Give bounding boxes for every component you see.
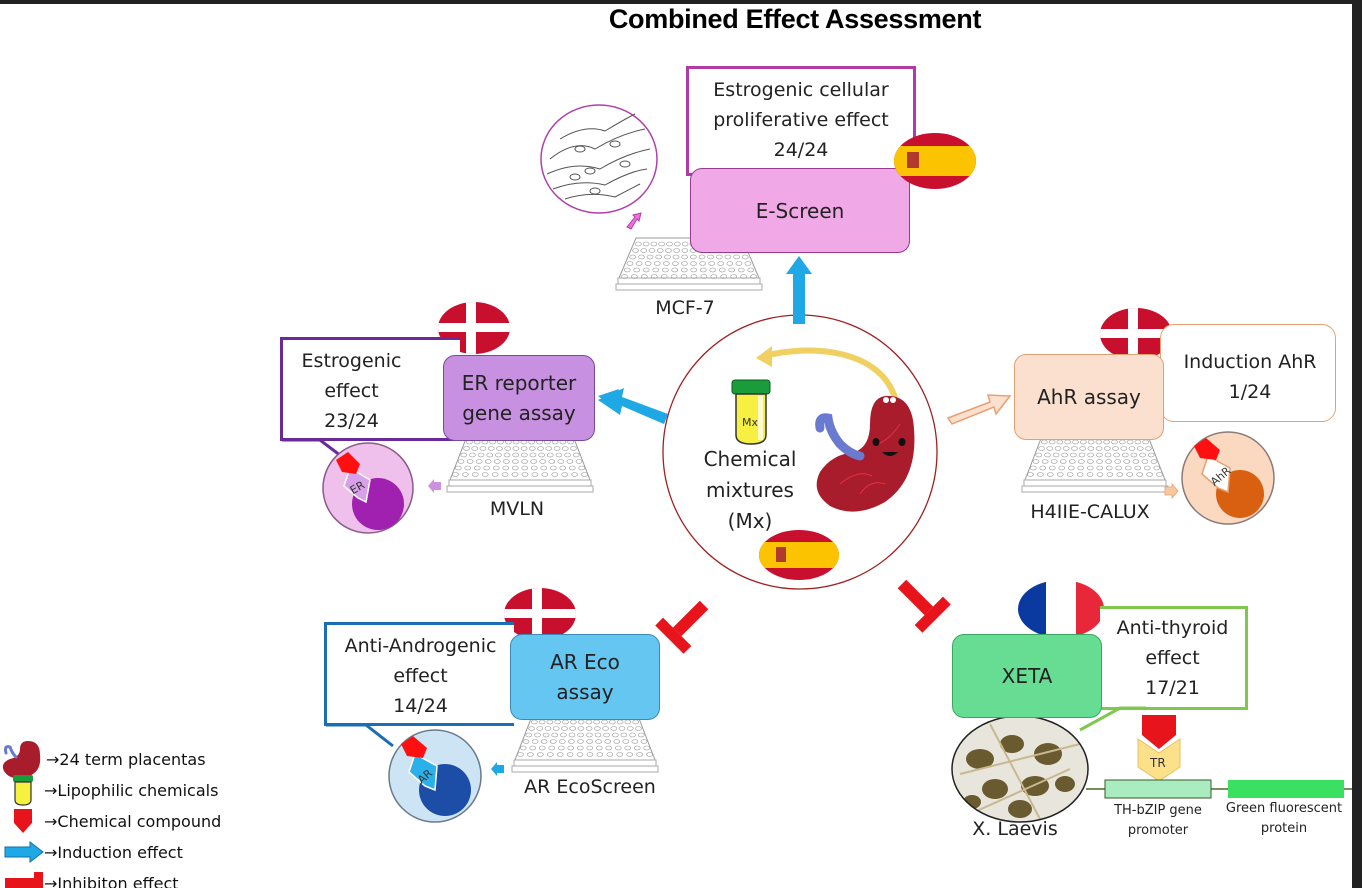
callout-line: effect	[393, 665, 448, 687]
xeta-organism: X. Laevis	[972, 818, 1058, 840]
xeta-assay-box[interactable]: XETA	[952, 634, 1102, 718]
curved-arrow-icon	[756, 346, 898, 400]
inhibition-icon	[5, 872, 43, 888]
well-grid	[1027, 439, 1163, 477]
ar-cell-line: AR EcoScreen	[524, 776, 656, 798]
er-callout: Estrogenic effect 23/24	[280, 337, 460, 441]
callout-line: Induction AhR	[1183, 351, 1317, 373]
legend: →24 term placentas →Lipophilic chemicals…	[0, 741, 260, 888]
callout-line: effect	[1145, 647, 1200, 669]
callout-pointer	[326, 723, 394, 748]
center-label-line: Chemical	[703, 447, 797, 471]
legend-item: →24 term placentas	[0, 741, 206, 779]
tr-receptor-icon: TR	[1137, 715, 1181, 782]
callout-line: 1/24	[1228, 381, 1272, 403]
legend-item: →Induction effect	[0, 837, 183, 867]
callout-line: Anti-Androgenic	[344, 635, 497, 657]
xlaevis-photo	[951, 715, 1089, 823]
legend-text: →24 term placentas	[46, 749, 206, 769]
callout-line: 17/21	[1145, 677, 1200, 699]
escreen-cell-line: MCF-7	[655, 297, 715, 319]
well-plate-icon	[511, 715, 659, 773]
legend-item: →Lipophilic chemicals	[0, 775, 219, 806]
legend-item: →Inhibiton effect	[0, 868, 179, 888]
ahr-callout: Induction AhR 1/24	[1160, 324, 1336, 422]
chemical-compound-icon	[14, 809, 32, 833]
legend-text: →Chemical compound	[44, 811, 222, 831]
callout-line: 23/24	[324, 410, 379, 432]
gfp-label-line: protein	[1260, 821, 1308, 836]
callout-pointer	[1079, 706, 1146, 732]
er-assay-box[interactable]: ER reporter gene assay	[443, 355, 595, 441]
er-assay-name-line: ER reporter	[461, 371, 577, 395]
ar-assay-box[interactable]: AR Eco assay	[510, 634, 660, 720]
er-cell-line: MVLN	[489, 498, 545, 520]
placenta-icon	[2, 741, 41, 779]
flag-france-icon	[1018, 580, 1104, 638]
xeta-assay-name: XETA	[1001, 664, 1053, 688]
small-arrow-icon	[1164, 482, 1179, 500]
ar-receptor-cell-icon: AR	[388, 729, 482, 823]
page-title: Combined Effect Assessment	[608, 4, 982, 34]
xeta-callout: Anti-thyroid effect 17/21	[1100, 606, 1248, 710]
vial-icon	[13, 775, 33, 806]
gene-construct	[1086, 779, 1352, 799]
legend-text: →Lipophilic chemicals	[44, 780, 219, 800]
svg-text:Mx: Mx	[742, 416, 758, 429]
er-assay-name-line: gene assay	[462, 401, 576, 425]
center-label: Chemical mixtures (Mx)	[690, 444, 810, 537]
diagram-canvas: Combined Effect Assessment Mx Chemical m…	[0, 4, 1352, 888]
placenta-icon	[815, 395, 915, 512]
induction-arrow-icon	[4, 840, 44, 864]
ar-callout: Anti-Androgenic effect 14/24	[324, 622, 514, 726]
promoter-label-line: TH-bZIP gene	[1114, 803, 1202, 818]
gfp-block	[1228, 780, 1344, 798]
small-arrow-icon	[626, 212, 642, 230]
ar-assay-name-line: assay	[556, 680, 614, 704]
gfp-label: Green fluorescent protein	[1214, 799, 1352, 839]
legend-text: →Inhibiton effect	[44, 873, 179, 888]
svg-text:ER: ER	[348, 478, 367, 497]
ahr-assay-box[interactable]: AhR assay	[1014, 354, 1164, 440]
promoter-block	[1104, 779, 1212, 799]
callout-line: 24/24	[773, 139, 829, 161]
escreen-assay-name: E-Screen	[755, 198, 845, 223]
inhibition-icon	[655, 579, 951, 654]
escreen-assay-box[interactable]: E-Screen	[690, 168, 910, 253]
callout-line: effect	[324, 380, 379, 402]
ahr-cell-line: H4IIE-CALUX	[1030, 501, 1150, 523]
center-label-line: mixtures	[706, 478, 794, 502]
callout-line: Estrogenic	[301, 350, 402, 372]
center-label-line: (Mx)	[727, 509, 773, 533]
promoter-label-line: promoter	[1127, 823, 1189, 838]
callout-line: proliferative effect	[713, 109, 889, 131]
vial-icon: Mx	[731, 379, 771, 445]
well-grid	[621, 241, 757, 279]
svg-text:TR: TR	[1149, 756, 1166, 770]
flag-spain-icon	[759, 530, 839, 580]
induction-arrow-icon	[598, 388, 668, 424]
callout-line: 14/24	[393, 695, 448, 717]
promoter-label: TH-bZIP gene promoter	[1095, 801, 1221, 841]
induction-arrow-icon	[786, 256, 812, 324]
gfp-label-line: Green fluorescent	[1225, 801, 1343, 816]
escreen-callout: Estrogenic cellular proliferative effect…	[686, 66, 916, 176]
ar-assay-name-line: AR Eco	[550, 650, 620, 674]
flag-spain-icon	[894, 133, 976, 189]
er-receptor-cell-icon: ER	[322, 442, 414, 534]
callout-line: Estrogenic cellular	[713, 79, 889, 101]
mcf7-cells-icon	[540, 104, 658, 214]
ahr-receptor-cell-icon: AhR	[1181, 431, 1275, 525]
well-plate-icon	[1021, 435, 1169, 493]
ahr-assay-name: AhR assay	[1037, 385, 1141, 409]
small-arrow-icon	[428, 479, 441, 493]
legend-text: →Induction effect	[44, 842, 183, 862]
induction-arrow-icon	[946, 394, 1012, 425]
callout-pointer	[282, 438, 346, 461]
well-grid	[517, 719, 653, 757]
flag-denmark-icon	[504, 588, 576, 640]
small-arrow-icon	[491, 762, 504, 776]
legend-item: →Chemical compound	[0, 806, 221, 836]
callout-line: Anti-thyroid	[1116, 617, 1229, 639]
